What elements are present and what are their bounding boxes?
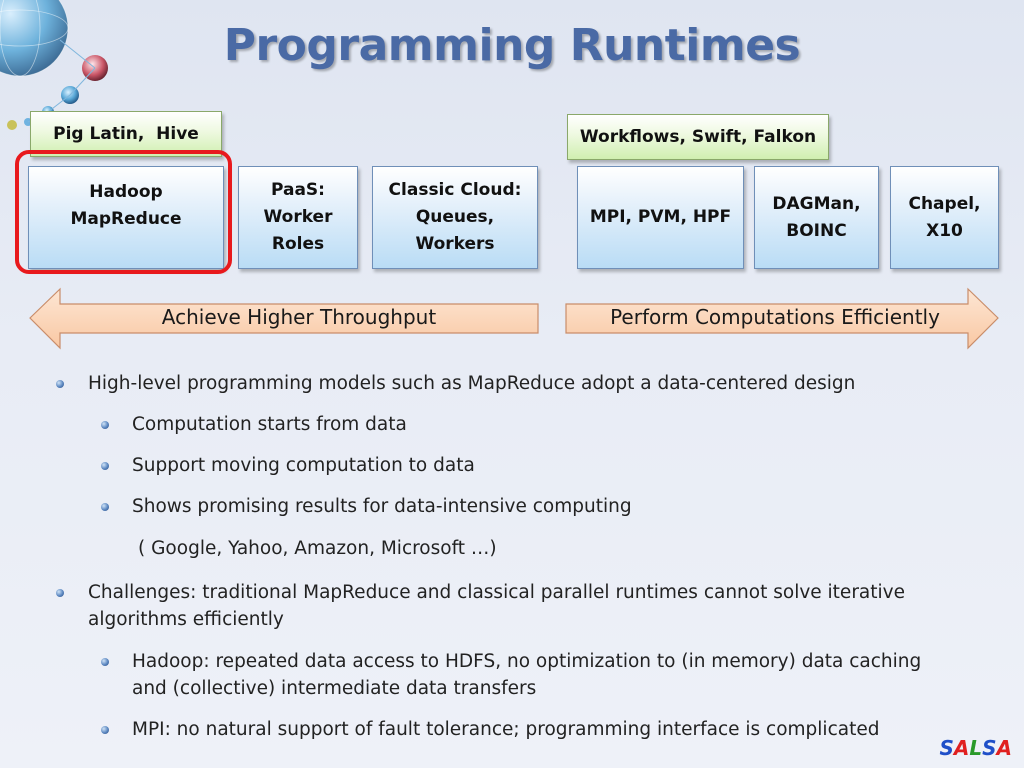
- bullet-2-sub-2: MPI: no natural support of fault toleran…: [132, 719, 880, 740]
- salsa-letter: S: [939, 736, 954, 760]
- bullet-2-sub-1-line-1: Hadoop: repeated data access to HDFS, no…: [132, 651, 922, 672]
- bullet-dot: [101, 503, 109, 511]
- bullet-dot: [56, 589, 64, 597]
- bullet-1: High-level programming models such as Ma…: [88, 373, 856, 394]
- bullet-1-sub-1: Computation starts from data: [132, 414, 407, 435]
- workflows-box: Workflows, Swift, Falkon: [567, 114, 829, 160]
- hadoop-highlight-outline: [15, 150, 232, 274]
- classic-cloud-box: Classic Cloud: Queues, Workers: [372, 166, 538, 269]
- salsa-letter: L: [969, 736, 983, 760]
- bullet-dot: [56, 380, 64, 388]
- salsa-letter: S: [982, 736, 997, 760]
- chapel-x10-box: Chapel, X10: [890, 166, 999, 269]
- bullet-dot: [101, 658, 109, 666]
- bullet-dot: [101, 726, 109, 734]
- salsa-logo: SALSA: [939, 736, 1012, 760]
- bullet-2-sub-1-line-2: and (collective) intermediate data trans…: [132, 678, 537, 699]
- bullet-1-sub-3-continued: ( Google, Yahoo, Amazon, Microsoft …): [138, 538, 497, 559]
- dagman-boinc-box: DAGMan, BOINC: [754, 166, 879, 269]
- left-arrow-label: Achieve Higher Throughput: [161, 305, 437, 329]
- salsa-letter: A: [953, 736, 970, 760]
- globe-network-decoration: [0, 0, 108, 130]
- right-arrow-label: Perform Computations Efficiently: [610, 305, 940, 329]
- paas-worker-roles-box: PaaS: Worker Roles: [238, 166, 358, 269]
- mpi-pvm-hpf-box: MPI, PVM, HPF: [577, 166, 744, 269]
- bullet-2-line-1: Challenges: traditional MapReduce and cl…: [88, 582, 905, 603]
- pig-latin-hive-box: Pig Latin, Hive: [30, 111, 222, 157]
- slide-title: Programming Runtimes: [223, 20, 801, 71]
- bullet-dot: [101, 421, 109, 429]
- bullet-2-line-2: algorithms efficiently: [88, 609, 284, 630]
- salsa-letter: A: [996, 736, 1012, 760]
- bullet-1-sub-2: Support moving computation to data: [132, 455, 475, 476]
- bullet-dot: [101, 462, 109, 470]
- bullet-1-sub-3: Shows promising results for data-intensi…: [132, 496, 632, 517]
- hadoop-mapreduce-box: Hadoop MapReduce: [28, 166, 224, 269]
